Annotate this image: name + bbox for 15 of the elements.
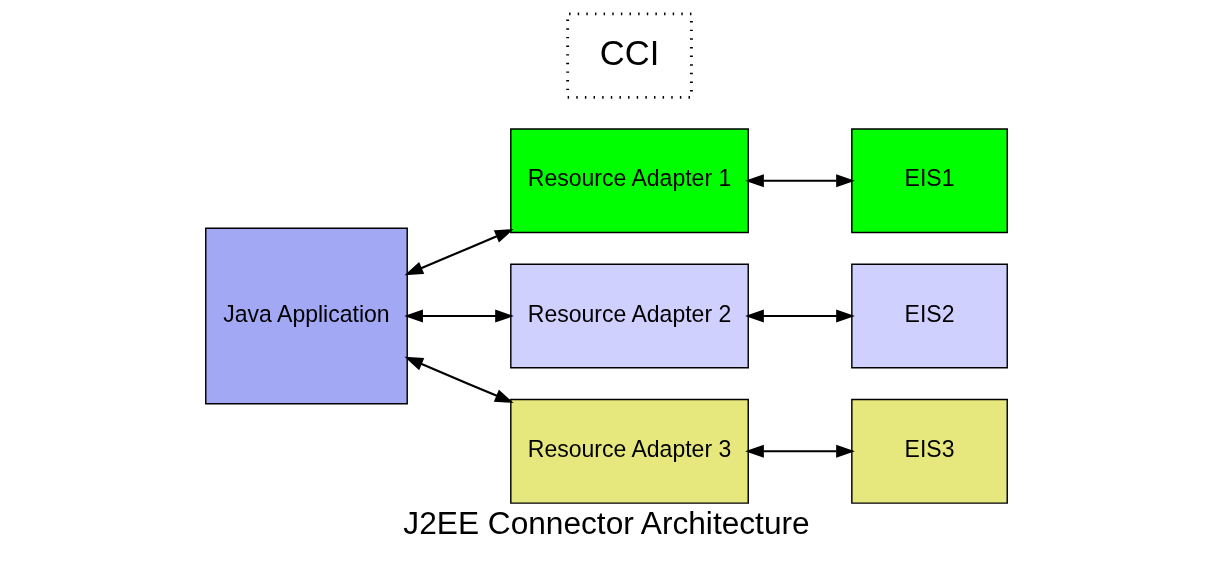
caption: J2EE Connector Architecture (403, 505, 810, 542)
arrow (745, 174, 855, 188)
node-box: Resource Adapter 3 (510, 398, 749, 504)
node-box: Resource Adapter 1 (510, 128, 749, 234)
node-box: Java Application (205, 227, 408, 405)
arrow (745, 309, 855, 323)
arrow (404, 229, 514, 276)
node-box: EIS2 (851, 263, 1008, 369)
arrow (404, 356, 514, 403)
node-box: EIS1 (851, 128, 1008, 234)
node-box: CCI (566, 12, 693, 99)
node-box: EIS3 (851, 398, 1008, 504)
arrow (745, 444, 855, 458)
node-box: Resource Adapter 2 (510, 263, 749, 369)
arrow (404, 309, 514, 323)
